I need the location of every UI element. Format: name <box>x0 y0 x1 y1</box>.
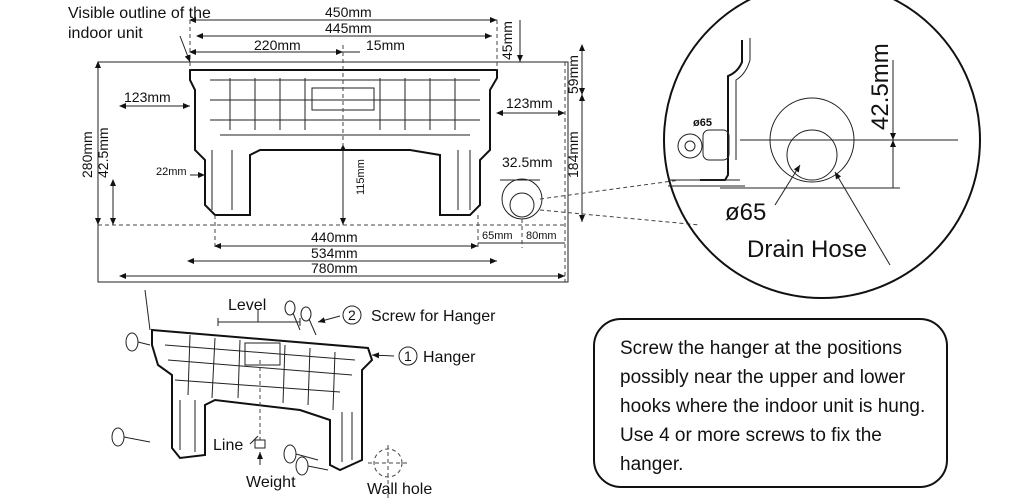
dim-80: 80mm <box>526 230 557 242</box>
hanger-number: 1 <box>404 348 412 364</box>
dim-123-right: 123mm <box>506 95 553 111</box>
hanger-plate-installed <box>151 328 374 472</box>
phi65-label: ø65 <box>725 199 766 226</box>
dim-59: 59mm <box>565 55 581 94</box>
level-label: Level <box>228 297 266 314</box>
dim-123-left: 123mm <box>124 89 171 105</box>
drain-hose-label: Drain Hose <box>747 236 867 263</box>
dim-780: 780mm <box>311 260 358 276</box>
dim-45: 45mm <box>499 21 515 60</box>
dim-115: 115mm <box>355 159 367 195</box>
install-view: Level 2 Screw for Hanger 1 Hanger Line W… <box>111 289 496 498</box>
drain-detail: ø65 42.5mm ø65 Drain Hose <box>663 0 981 299</box>
weight-label: Weight <box>246 474 296 491</box>
dim-280: 280mm <box>79 131 95 178</box>
outline-label-line1: Visible outline of the <box>68 5 211 22</box>
wall-hole-label: Wall hole <box>367 481 432 498</box>
dim-534: 534mm <box>311 245 358 261</box>
hanger-number-circle <box>398 346 418 366</box>
detail-dim-42-5: 42.5mm <box>867 43 894 130</box>
dim-32-5: 32.5mm <box>502 154 553 170</box>
line-label: Line <box>213 437 243 454</box>
hanger-label: Hanger <box>423 349 476 366</box>
wall-hole <box>368 445 408 498</box>
instruction-box <box>593 318 948 488</box>
phi65-small-label: ø65 <box>693 117 712 129</box>
dim-184: 184mm <box>565 131 581 178</box>
detail-callout-circle <box>663 0 981 299</box>
instruction-text: Screw the hanger at the positions possib… <box>620 338 926 475</box>
dim-65: 65mm <box>482 230 513 242</box>
hanger-plate-top <box>189 69 498 216</box>
dim-440: 440mm <box>311 229 358 245</box>
screw-for-hanger-label: Screw for Hanger <box>371 308 496 325</box>
dim-445: 445mm <box>325 20 372 36</box>
dim-42-5-top: 42.5mm <box>95 127 111 178</box>
top-view: Visible outline of the indoor unit 450mm… <box>68 4 701 283</box>
pipe-hole <box>501 178 543 220</box>
dim-450: 450mm <box>325 4 372 20</box>
screw-number: 2 <box>348 307 356 323</box>
dim-22: 22mm <box>156 166 187 178</box>
dim-15: 15mm <box>366 37 405 53</box>
dim-220: 220mm <box>254 37 301 53</box>
outline-label-line2: indoor unit <box>68 25 143 42</box>
weight-block <box>254 439 266 449</box>
drain-hose-circle <box>786 129 838 181</box>
screw-number-circle <box>342 305 362 325</box>
phi65-small-circle <box>677 133 703 159</box>
screws <box>111 300 329 476</box>
